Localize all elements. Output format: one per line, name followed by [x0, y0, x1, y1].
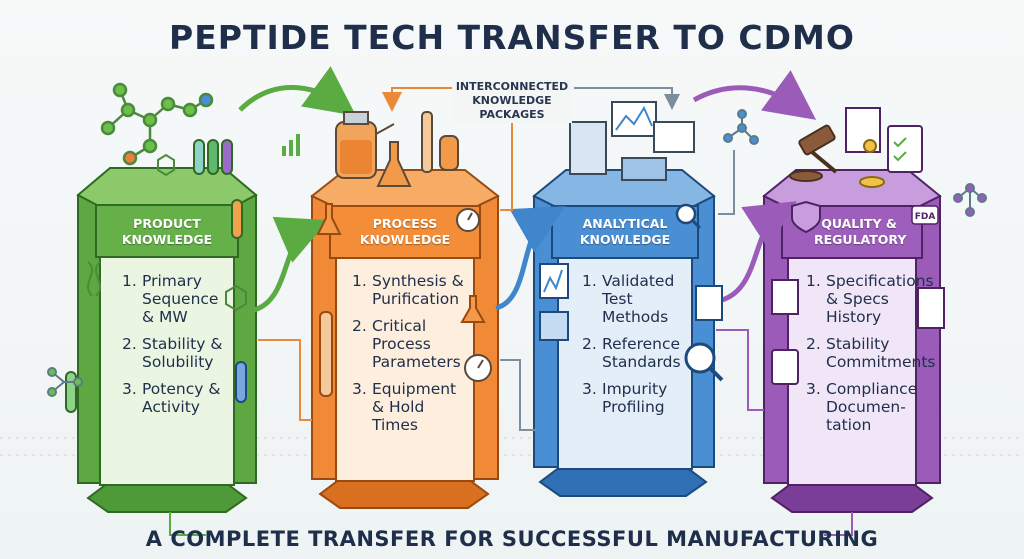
list-item: 1.Validated Test Methods [582, 272, 675, 326]
list-item: 3.Compliance Documen-tation [806, 380, 918, 434]
column-icon [319, 111, 459, 397]
flask-icon [316, 141, 486, 323]
page-title: PEPTIDE TECH TRANSFER TO CDMO [169, 18, 855, 57]
product-knowledge-list: 1.Primary Sequence & MW 2.Stability & So… [122, 272, 230, 425]
reactor-icon [335, 111, 395, 179]
list-item: 3.Potency & Activity [122, 380, 221, 416]
list-item: 3.Impurity Profiling [582, 380, 668, 416]
dna-icon [87, 261, 101, 297]
interconnected-note: INTERCONNECTED KNOWLEDGE PACKAGES [452, 79, 572, 123]
bottom-caption: A COMPLETE TRANSFER FOR SUCCESSFUL MANUF… [145, 527, 879, 551]
shield-icon [791, 200, 821, 234]
certificate-icon [771, 107, 945, 329]
svg-text:FDA: FDA [915, 212, 936, 222]
molecule-icon [100, 82, 214, 166]
connector-arrows [169, 66, 853, 536]
list-item: 3.Equipment & Hold Times [352, 380, 457, 434]
pillar-quality [762, 169, 942, 513]
process-knowledge-list: 1.Synthesis & Purification 2.Critical Pr… [352, 272, 468, 443]
pillar-process [310, 169, 500, 509]
stopwatch-icon [456, 208, 492, 382]
fda-badge-icon: FDA [911, 205, 939, 225]
coin-icon [859, 176, 885, 188]
list-item: 1.Synthesis & Purification [352, 272, 464, 308]
test-tube-rack-icon [193, 139, 233, 175]
arrow-icon [692, 70, 817, 120]
list-item: 1.Specifications & Specs History [806, 272, 934, 326]
arrow-icon [721, 201, 797, 303]
computer-icon [569, 101, 695, 181]
chromatogram-icon [539, 263, 723, 341]
product-knowledge-label: PRODUCT KNOWLEDGE [121, 216, 213, 247]
gavel-icon [789, 124, 838, 182]
analytical-knowledge-label: ANALYTICAL KNOWLEDGE [579, 216, 671, 247]
quality-regulatory-label: QUALITY & REGULATORY [814, 216, 907, 247]
list-item: 2.Reference Standards [582, 335, 681, 371]
list-item: 2.Stability Commitments [806, 335, 936, 371]
process-knowledge-label: PROCESS KNOWLEDGE [359, 216, 451, 247]
list-item: 2.Stability & Solubility [122, 335, 223, 371]
clipboard-icon [771, 125, 923, 385]
arrow-icon [238, 66, 357, 116]
decorative-molecule-icon [47, 109, 987, 397]
bar-chart-icon [282, 134, 300, 156]
pillar-product [76, 167, 258, 513]
arrow-icon [253, 216, 329, 313]
hexagon-molecule-icon [157, 153, 247, 312]
arrow-icon [495, 206, 566, 311]
list-item: 2.Critical Process Parameters [352, 317, 461, 371]
quality-regulatory-list: 1.Specifications & Specs History 2.Stabi… [806, 272, 936, 443]
magnifier-icon [675, 203, 724, 382]
list-item: 1.Primary Sequence & MW [122, 272, 219, 326]
analytical-knowledge-list: 1.Validated Test Methods 2.Reference Sta… [582, 272, 688, 425]
